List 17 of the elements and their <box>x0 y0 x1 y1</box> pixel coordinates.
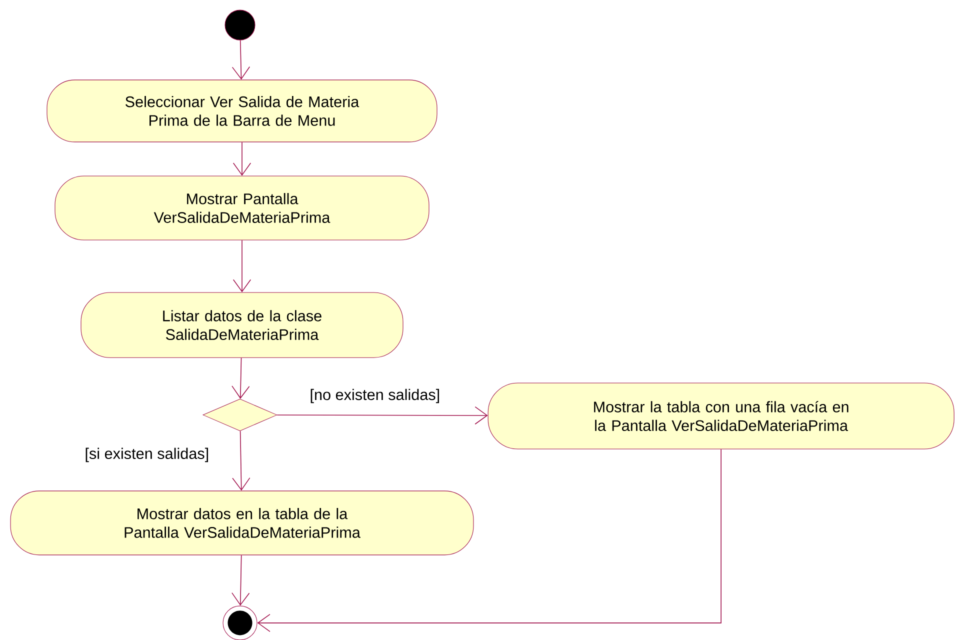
arrow <box>232 357 250 399</box>
arrow <box>232 430 250 491</box>
activity-box: Listar datos de la clase SalidaDeMateriaPrima <box>80 292 404 358</box>
start-circle <box>224 10 256 40</box>
activity-box: Mostrar Pantalla VerSalidaDeMateriaPrima <box>54 176 430 240</box>
end-circle <box>222 606 258 640</box>
activity-box: Mostrar la tabla con una fila vacía en la Pantalla VerSalidaDeMateriaPrima <box>488 382 954 450</box>
edge-label: [no existen salidas] <box>310 388 439 404</box>
arrow <box>232 554 250 606</box>
edge-label: [si existen salidas] <box>86 448 208 462</box>
activity-box: Seleccionar Ver Salida de Materia Prima de la Barra de Menu <box>46 80 438 142</box>
arrow <box>276 406 488 425</box>
arrow <box>257 448 722 632</box>
arrow <box>232 142 252 176</box>
arrow <box>232 240 252 292</box>
activity-box: Mostrar datos en la tabla de la Pantalla VerSalidaDeMateriaPrima <box>10 490 474 556</box>
arrow <box>232 40 250 80</box>
